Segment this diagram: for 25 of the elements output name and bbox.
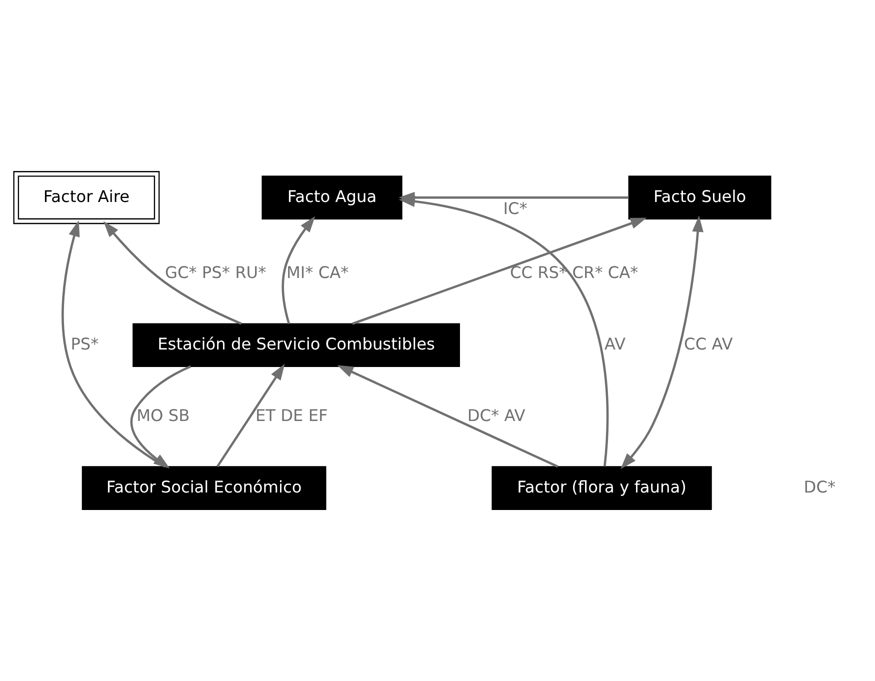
arrow <box>216 364 285 468</box>
edge-label: IC* <box>503 198 528 218</box>
node-box: Facto Agua <box>262 176 402 220</box>
node-box: Factor (flora y fauna) <box>492 466 712 510</box>
edge-label: CC AV <box>684 334 733 354</box>
label: DC* <box>804 477 836 496</box>
edge-label: DC* AV <box>467 406 526 425</box>
node-box: Estación de Servicio Combustibles <box>132 323 460 368</box>
arrow <box>103 221 242 325</box>
edge-label: MI* CA* <box>286 262 349 282</box>
arrow <box>398 196 609 467</box>
node-box: Facto Suelo <box>628 176 772 220</box>
node-box: Factor Social Económico <box>82 466 326 510</box>
node-box: Factor Aire <box>13 171 160 224</box>
edge-label: ET DE EF <box>255 406 328 425</box>
arrow <box>352 218 647 325</box>
arrow <box>337 365 558 468</box>
edge-label: MO SB <box>136 406 190 425</box>
arrow <box>620 216 704 470</box>
edge-label: AV <box>604 334 626 354</box>
edge-label: GC* PS* RU* <box>164 262 266 282</box>
edge-label: CC RS* CR* CA* <box>510 262 638 282</box>
arrow <box>282 216 316 324</box>
edge-label: PS* <box>70 334 99 354</box>
arrow <box>62 220 166 468</box>
